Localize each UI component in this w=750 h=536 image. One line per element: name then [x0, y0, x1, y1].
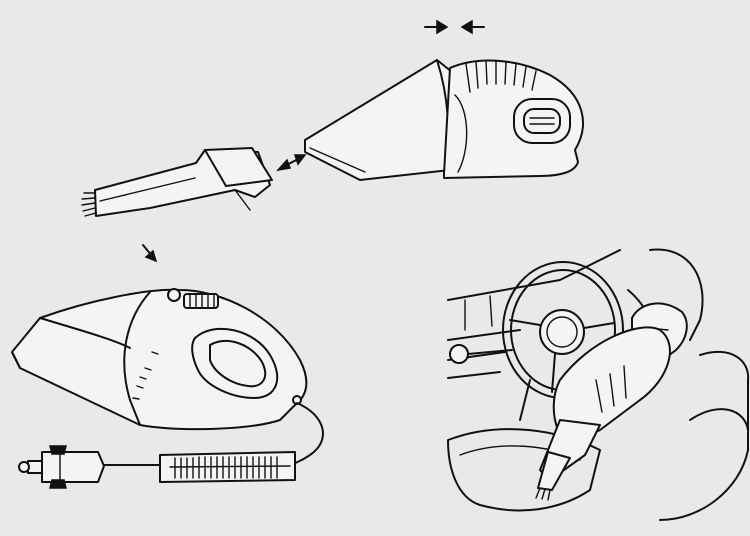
power-plug-icon — [18, 445, 105, 489]
step-arrow-icon — [142, 244, 158, 263]
car-interior — [447, 249, 750, 521]
brush-bristles — [81, 192, 97, 217]
handheld-vacuum-icon — [535, 326, 671, 501]
cord-strain-relief — [159, 451, 296, 483]
handle-grip — [191, 328, 279, 399]
crevice-brush-icon — [81, 147, 273, 217]
press-arrows — [424, 19, 485, 35]
vent-ribs — [183, 293, 219, 309]
handheld-vacuum-icon — [11, 288, 308, 431]
arrow-right-icon — [424, 19, 449, 35]
double-arrow-icon — [276, 154, 307, 172]
arrow-left-icon — [460, 19, 485, 35]
brush-bristles — [535, 487, 551, 501]
gear-knob-icon — [449, 344, 513, 364]
steering-wheel-icon — [502, 261, 624, 399]
vent-ribs — [465, 60, 537, 93]
indicator-dashes — [132, 351, 159, 400]
handheld-vacuum-icon — [304, 59, 584, 181]
handle-grip — [513, 98, 571, 144]
